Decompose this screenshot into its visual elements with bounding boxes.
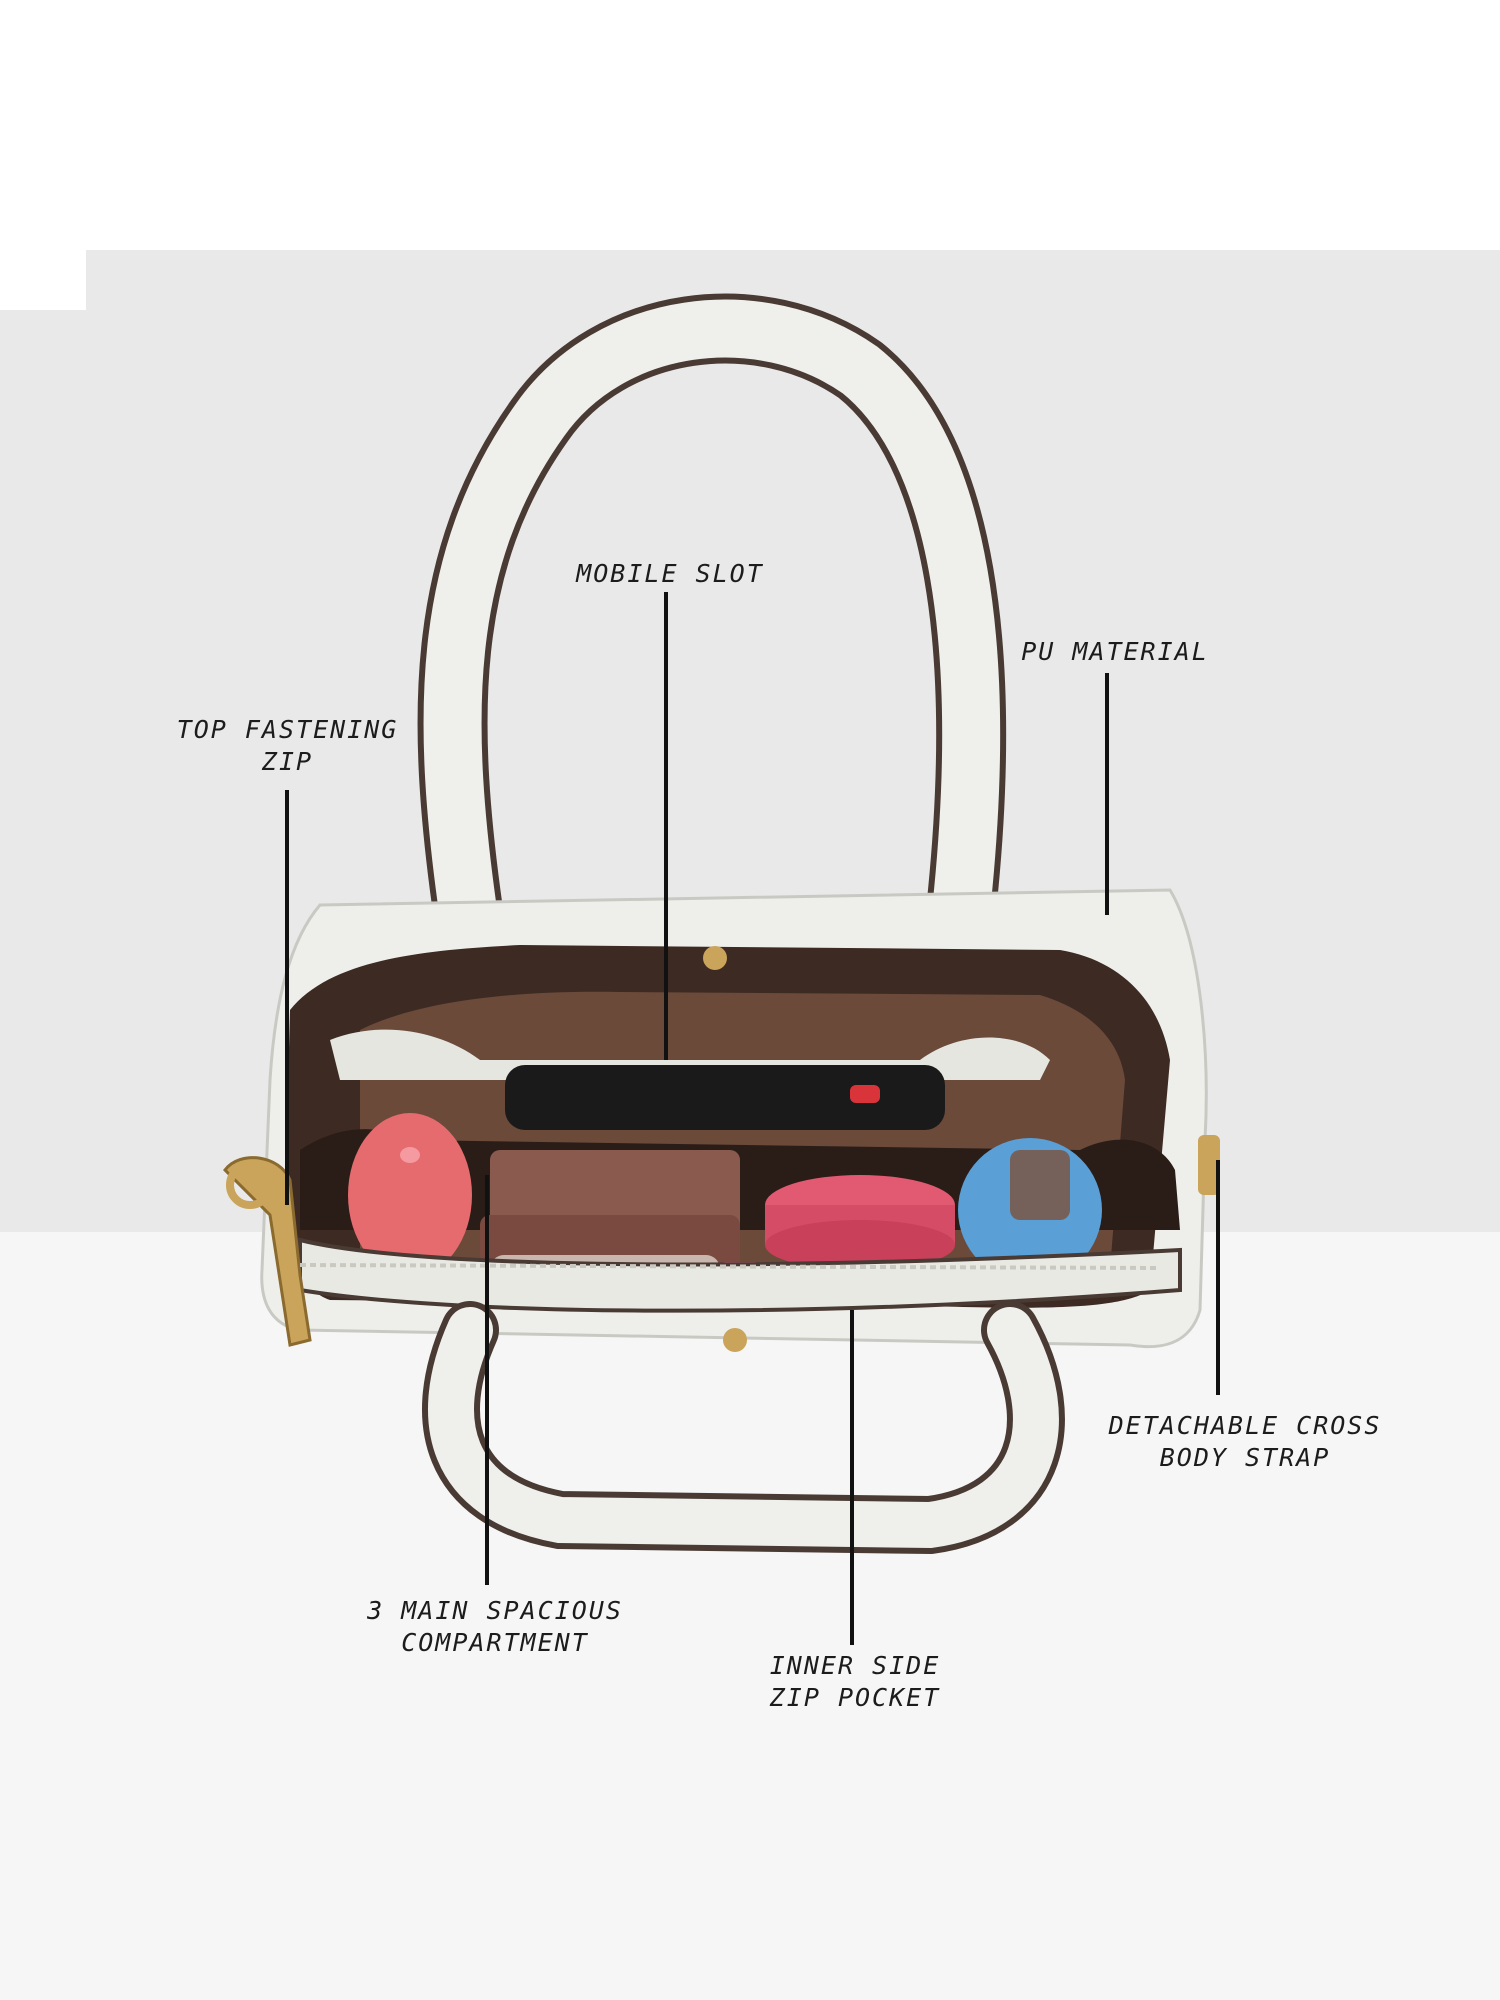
callout-pu-material: PU MATERIAL xyxy=(1021,637,1209,666)
callout-main-compartment: 3 MAIN SPACIOUS COMPARTMENT xyxy=(367,1596,623,1657)
callout-mobile-slot: MOBILE SLOT xyxy=(576,559,764,588)
zipper-track xyxy=(299,1263,1161,1270)
backdrop-notch xyxy=(0,250,86,310)
mobile-phone xyxy=(505,1065,945,1130)
callout-top-fastening-zip: TOP FASTENING ZIP xyxy=(176,715,399,776)
callout-detachable-strap: DETACHABLE CROSS BODY STRAP xyxy=(1108,1411,1382,1472)
backdrop-floor xyxy=(0,1232,1500,2000)
backdrop-top xyxy=(0,0,1500,250)
backdrop-wall xyxy=(86,250,1500,310)
pink-jar xyxy=(348,1113,472,1277)
strap-ring xyxy=(1198,1135,1220,1195)
callout-inner-zip-pocket: INNER SIDE ZIP POCKET xyxy=(769,1651,941,1712)
